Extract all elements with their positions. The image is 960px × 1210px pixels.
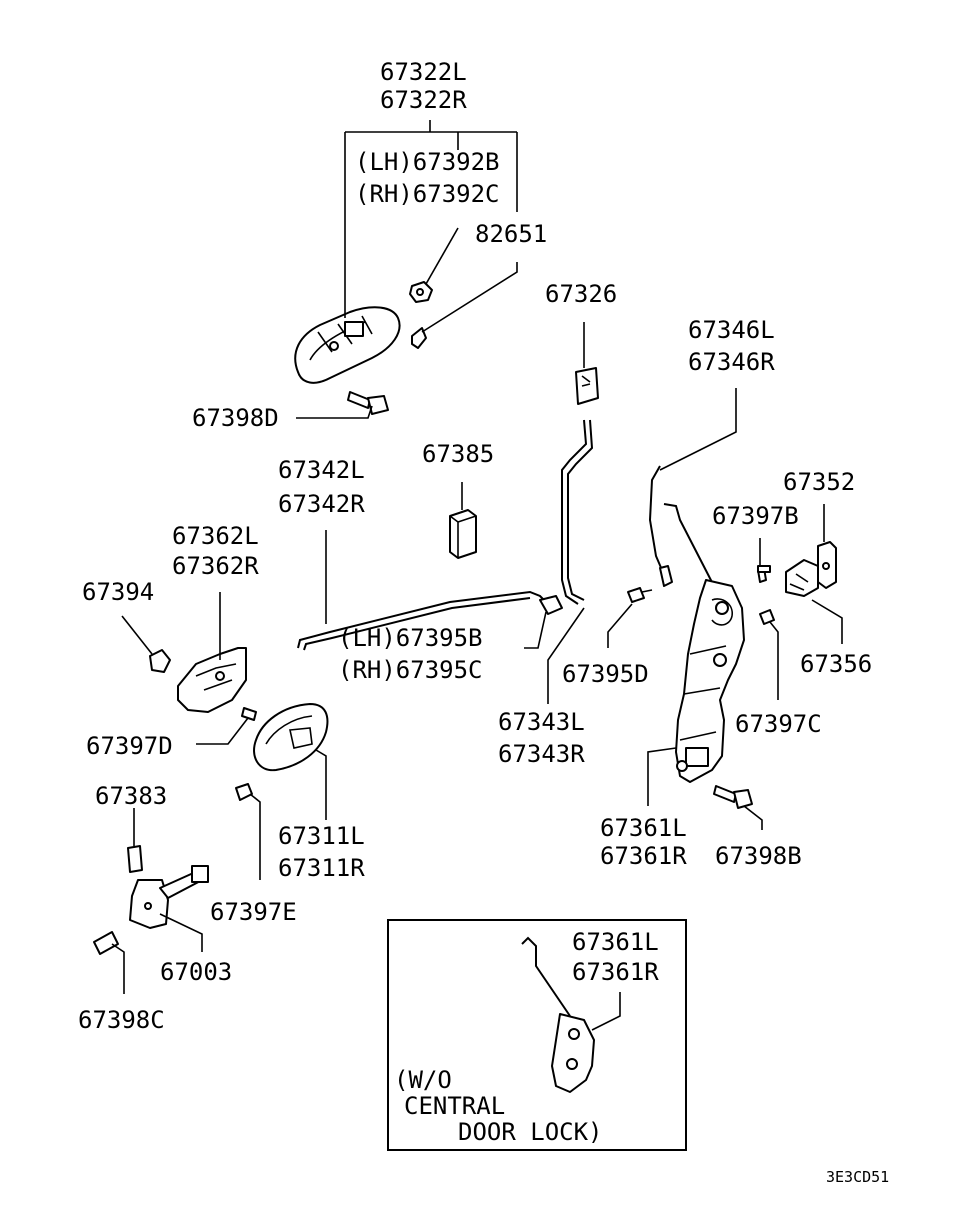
- label-67356: 67356: [800, 650, 872, 678]
- inset-note-line3: DOOR LOCK): [458, 1118, 603, 1146]
- clip-67394: [149, 649, 171, 673]
- label-67397D: 67397D: [86, 732, 173, 760]
- label-67322R: 67322R: [380, 86, 467, 114]
- screw-67398D: [347, 391, 389, 415]
- label-67311R: 67311R: [278, 854, 365, 882]
- outside-handle: [294, 306, 401, 384]
- label-67392B: (LH)67392B: [355, 148, 500, 176]
- label-67397E: 67397E: [210, 898, 297, 926]
- label-67397C: 67397C: [735, 710, 822, 738]
- pin-67383: [127, 845, 143, 873]
- clip-67395: [539, 595, 563, 615]
- screw-67397B: [757, 565, 771, 583]
- inset-frame: [387, 919, 687, 1151]
- label-67322L: 67322L: [380, 58, 467, 86]
- handle-clip-67392: [409, 281, 433, 303]
- label-67383: 67383: [95, 782, 167, 810]
- label-67395D: 67395D: [562, 660, 649, 688]
- label-67311L: 67311L: [278, 822, 365, 850]
- label-67395B: (LH)67395B: [338, 624, 483, 652]
- rod-clip-82651: [411, 327, 427, 349]
- clip-67395D: [627, 587, 653, 603]
- label-82651: 82651: [475, 220, 547, 248]
- label-67343L: 67343L: [498, 708, 585, 736]
- label-67398B: 67398B: [715, 842, 802, 870]
- latch-assembly-67361: [663, 503, 745, 783]
- striker-67356: [785, 559, 819, 597]
- label-67395C: (RH)67395C: [338, 656, 483, 684]
- label-67397B: 67397B: [712, 502, 799, 530]
- label-67394: 67394: [82, 578, 154, 606]
- label-67352: 67352: [783, 468, 855, 496]
- bolt-67398C: [93, 931, 119, 955]
- inset-label-67361R: 67361R: [572, 958, 659, 986]
- label-67003: 67003: [160, 958, 232, 986]
- rod-67342: [297, 590, 549, 649]
- label-67362L: 67362L: [172, 522, 259, 550]
- label-67385: 67385: [422, 440, 494, 468]
- label-67362R: 67362R: [172, 552, 259, 580]
- screw-67397D: [241, 707, 257, 721]
- label-67392C: (RH)67392C: [355, 180, 500, 208]
- rod-67346: [648, 465, 663, 571]
- screw-67397C: [759, 609, 775, 625]
- inset-latch: [521, 936, 595, 1093]
- label-67398D: 67398D: [192, 404, 279, 432]
- bezel-67311: [253, 703, 329, 772]
- inside-handle-67362: [177, 647, 247, 713]
- label-67346R: 67346R: [688, 348, 775, 376]
- rod-cap-67326: [575, 367, 599, 405]
- label-67361L: 67361L: [600, 814, 687, 842]
- block-67385: [449, 509, 477, 559]
- label-67346L: 67346L: [688, 316, 775, 344]
- lock-rod-67343: [561, 419, 588, 605]
- label-67398C: 67398C: [78, 1006, 165, 1034]
- screw-67397E: [235, 783, 253, 801]
- label-67326: 67326: [545, 280, 617, 308]
- label-67342L: 67342L: [278, 456, 365, 484]
- diagram-code: 3E3CD51: [826, 1168, 889, 1186]
- plate-67352: [817, 541, 837, 589]
- inset-note-line2: CENTRAL: [404, 1092, 505, 1120]
- door-check-67003: [129, 865, 209, 929]
- bolt-67398B: [713, 785, 753, 809]
- inset-label-67361L: 67361L: [572, 928, 659, 956]
- label-67343R: 67343R: [498, 740, 585, 768]
- label-67342R: 67342R: [278, 490, 365, 518]
- inset-note-line1: (W/O: [394, 1066, 452, 1094]
- label-67361R: 67361R: [600, 842, 687, 870]
